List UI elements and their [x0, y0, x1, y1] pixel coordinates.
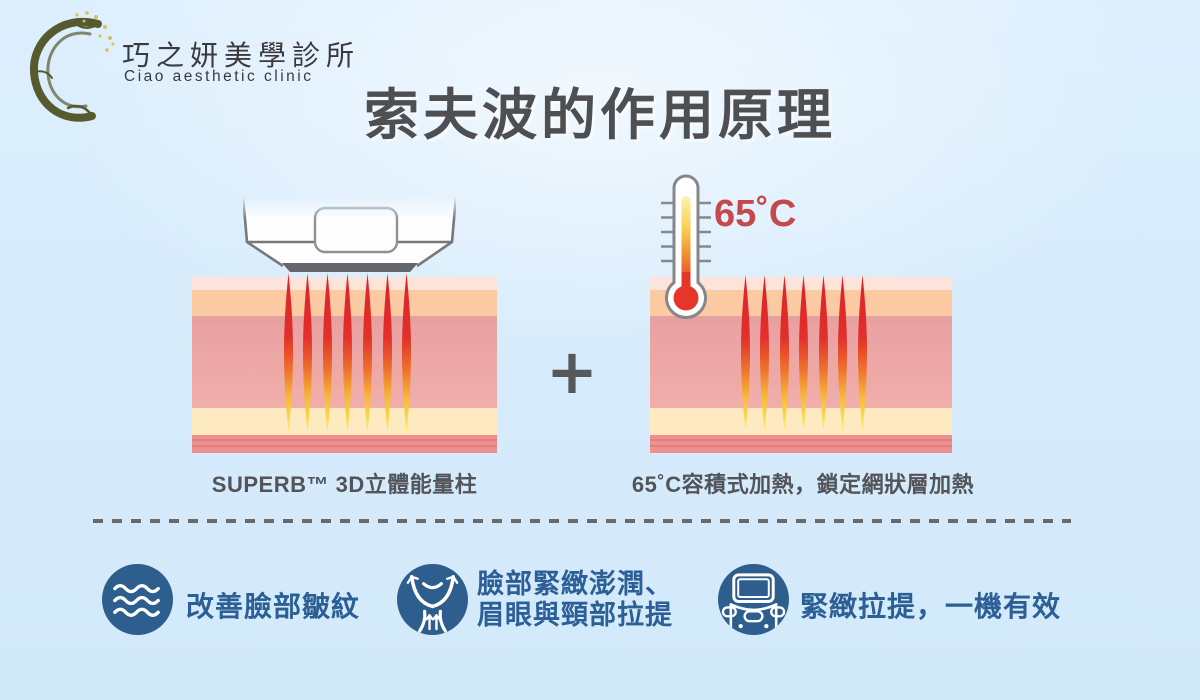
skin-cross-section-left	[192, 273, 497, 453]
energy-column	[362, 273, 372, 433]
brand-subtitle: Ciao aesthetic clinic	[124, 68, 314, 85]
plus-icon: +	[546, 335, 598, 408]
energy-column	[760, 275, 769, 431]
page-title: 索夫波的作用原理	[363, 84, 836, 146]
energy-column	[779, 275, 789, 431]
applicator-device-icon	[243, 196, 456, 272]
energy-column	[818, 275, 828, 431]
energy-column	[382, 273, 392, 433]
energy-column	[740, 275, 750, 431]
thermometer-icon	[661, 174, 711, 319]
temperature-value: 65˚C	[714, 193, 797, 235]
waves-icon	[102, 564, 173, 635]
energy-columns-right	[650, 275, 952, 453]
skin-layer	[192, 435, 497, 453]
energy-column	[342, 273, 352, 433]
skin-layer	[650, 277, 952, 290]
skin-layer	[650, 435, 952, 453]
energy-column	[402, 273, 412, 433]
energy-column	[838, 275, 847, 431]
benefit-text-line: 臉部緊緻澎潤、	[477, 569, 673, 599]
energy-column	[799, 275, 808, 431]
benefit-text-line: 眉眼與頸部拉提	[477, 600, 673, 630]
benefit-text: 臉部緊緻澎潤、 眉眼與頸部拉提	[477, 569, 673, 631]
right-diagram-label: 65˚C容積式加熱，鎖定網狀層加熱	[631, 472, 975, 497]
logo-branch-icon	[29, 11, 115, 122]
skin-cross-section-right	[650, 275, 952, 453]
skin-layer	[192, 408, 497, 435]
energy-columns-left	[192, 273, 497, 453]
skin-layer	[192, 277, 497, 290]
face-lift-icon	[397, 564, 468, 635]
energy-column	[323, 273, 333, 433]
device-icon	[718, 564, 789, 635]
energy-column	[857, 275, 867, 431]
energy-column	[303, 273, 313, 433]
energy-column	[283, 273, 293, 433]
left-diagram-label: SUPERB™ 3D立體能量柱	[211, 472, 478, 497]
skin-layer	[650, 408, 952, 435]
dashed-divider	[93, 519, 1071, 523]
brand-name: 巧之妍美學診所	[122, 40, 361, 71]
benefit-text: 緊緻拉提，一機有效	[800, 591, 1062, 622]
benefit-text: 改善臉部皺紋	[186, 591, 361, 622]
